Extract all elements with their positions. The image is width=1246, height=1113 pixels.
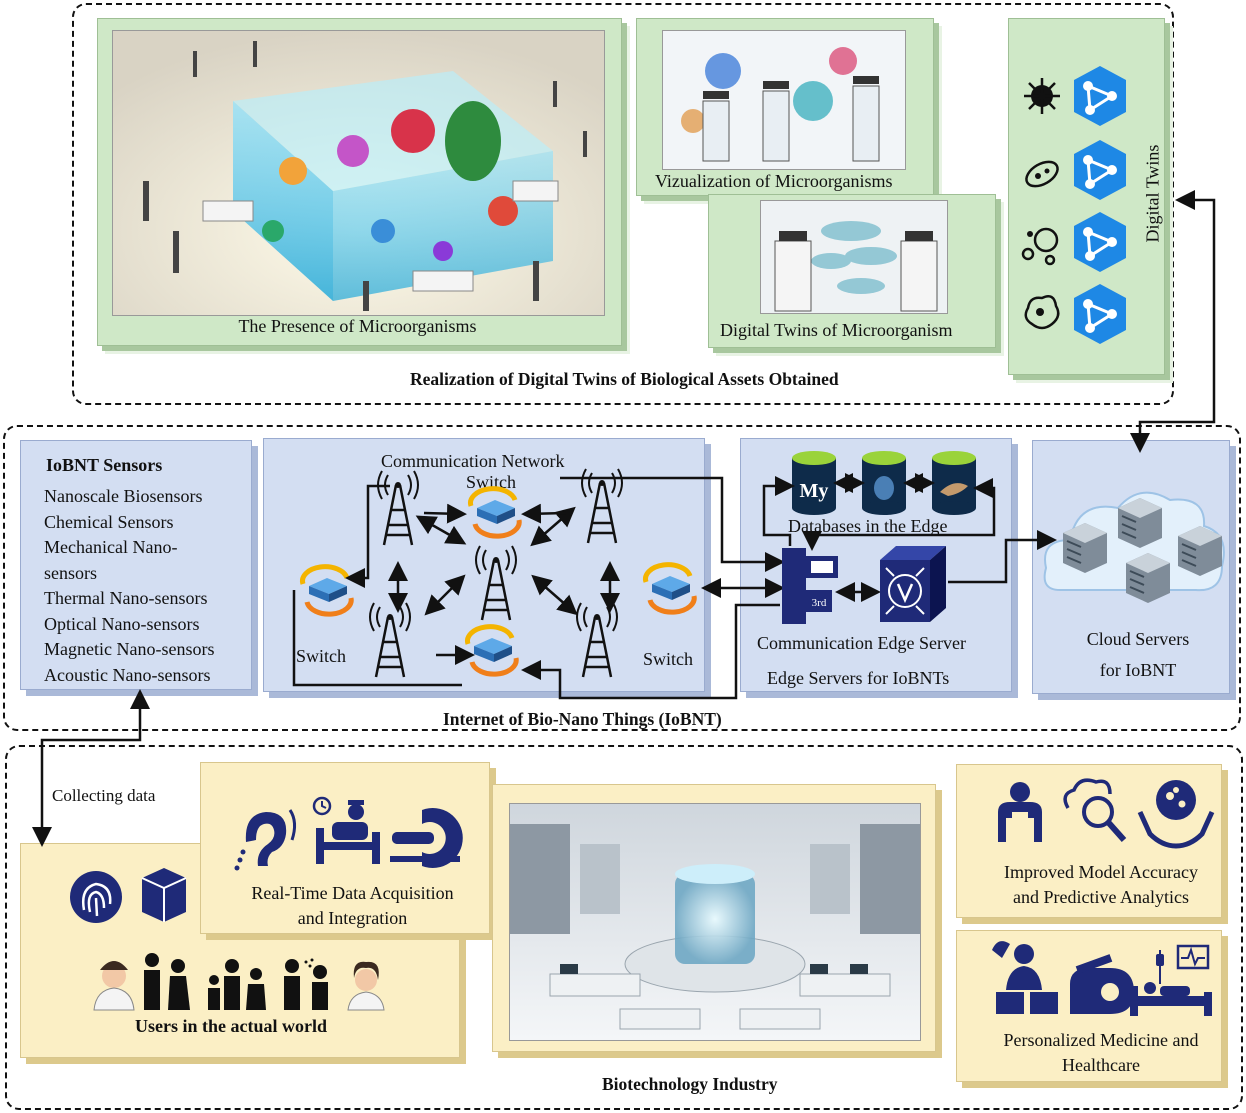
network-title: Communication Network bbox=[381, 451, 565, 471]
sensors-heading: IoBNT Sensors bbox=[46, 455, 163, 475]
cloud-servers-panel bbox=[1032, 440, 1230, 694]
sensor-item: Chemical Sensors bbox=[44, 511, 174, 532]
digital-twins-text: Digital Twins bbox=[1142, 144, 1163, 243]
bacterium-icon bbox=[1025, 160, 1059, 188]
sensor-item: Magnetic Nano-sensors bbox=[44, 639, 215, 659]
azure-digital-twins-icon-3 bbox=[1074, 212, 1126, 272]
cell-cluster-icon bbox=[1021, 227, 1059, 266]
biotechnology-section-title: Biotechnology Industry bbox=[602, 1074, 778, 1094]
virus-icon bbox=[1024, 78, 1060, 114]
azure-digital-twins-icon-4 bbox=[1074, 284, 1126, 344]
twins-caption: Digital Twins of Microorganism bbox=[720, 320, 953, 340]
biotechnology-factory-image bbox=[509, 803, 921, 1041]
realtime-label-2: and Integration bbox=[297, 908, 408, 928]
switch-left-label: Switch bbox=[296, 646, 347, 666]
sensor-item: Mechanical Nano- bbox=[44, 537, 178, 557]
accuracy-label-2: and Predictive Analytics bbox=[1013, 887, 1189, 907]
visualization-caption: Vizualization of Microorganisms bbox=[655, 171, 893, 191]
iobnt-section bbox=[3, 425, 1241, 731]
cloud-label-1: Cloud Servers bbox=[1086, 629, 1190, 649]
iobnt-section-title: Internet of Bio-Nano Things (IoBNT) bbox=[443, 709, 722, 729]
switch-right-label: Switch bbox=[643, 649, 694, 669]
edge-servers-label: Edge Servers for IoBNTs bbox=[767, 668, 950, 688]
sensors-list: Nanoscale Biosensors Chemical Sensors Me… bbox=[44, 484, 214, 688]
azure-digital-twins-icon-2 bbox=[1074, 140, 1126, 200]
accuracy-label-1: Improved Model Accuracy bbox=[1004, 862, 1198, 882]
databases-label: Databases in the Edge bbox=[788, 516, 948, 536]
edge-server-label: Communication Edge Server bbox=[757, 633, 966, 653]
sensors-panel bbox=[20, 440, 252, 690]
cloud-label-2: for IoBNT bbox=[1099, 660, 1177, 680]
biotechnology-section bbox=[5, 745, 1243, 1110]
digital-twins-section-title: Realization of Digital Twins of Biologic… bbox=[410, 369, 839, 389]
amoeba-icon bbox=[1024, 295, 1060, 330]
twins-image bbox=[760, 200, 948, 314]
presence-caption: The Presence of Microorganisms bbox=[238, 316, 477, 336]
personalized-label-1: Personalized Medicine and bbox=[1003, 1030, 1199, 1050]
personalized-label-2: Healthcare bbox=[1062, 1055, 1140, 1075]
realtime-label-1: Real-Time Data Acquisition bbox=[251, 883, 454, 903]
sensor-item: Optical Nano-sensors bbox=[44, 613, 200, 634]
sensor-item: Thermal Nano-sensors bbox=[44, 588, 208, 608]
microorganisms-presence-image bbox=[112, 30, 605, 316]
users-label: Users in the actual world bbox=[135, 1016, 327, 1036]
switch-top-label: Switch bbox=[466, 472, 517, 492]
azure-digital-twins-icon-1 bbox=[1074, 66, 1126, 126]
sensor-item: sensors bbox=[44, 562, 97, 583]
sensor-item: Nanoscale Biosensors bbox=[44, 486, 203, 506]
collecting-data-label: Collecting data bbox=[52, 786, 156, 805]
sensor-item: Acoustic Nano-sensors bbox=[44, 664, 211, 685]
digital-twin-icons bbox=[1021, 66, 1126, 344]
visualization-image bbox=[662, 30, 906, 170]
digital-twins-label: Digital Twins bbox=[1141, 90, 1165, 300]
